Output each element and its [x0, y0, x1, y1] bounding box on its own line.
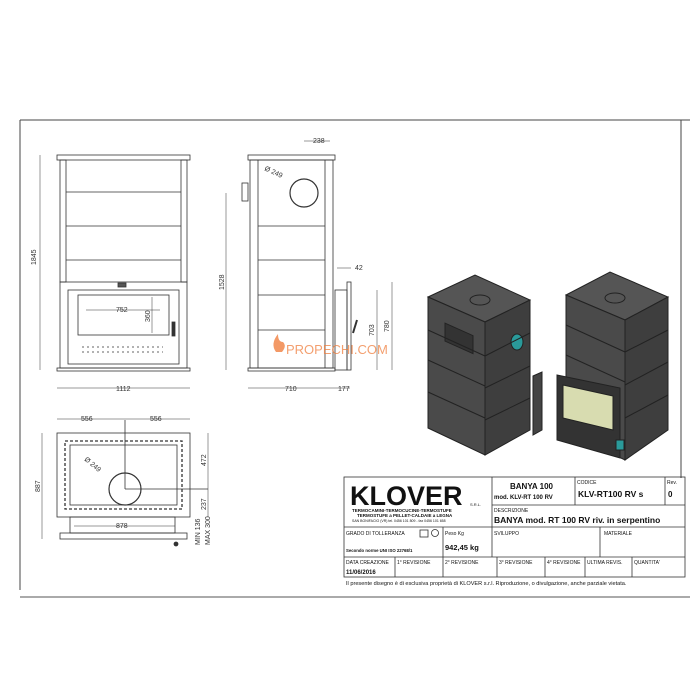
flame-icon: [273, 334, 285, 352]
klover-logo: KLOVER: [350, 481, 463, 511]
codice-value: KLV-RT100 RV s: [578, 489, 644, 499]
tolleranza-label: GRADO DI TOLLERANZA: [346, 531, 405, 537]
dim-rear-offset: 237: [201, 498, 208, 510]
rev-label: Rev.: [667, 480, 677, 486]
sviluppo-label: SVILUPPO: [494, 531, 519, 537]
side-view: [241, 154, 358, 372]
data-creazione-label: DATA CREAZIONE: [346, 560, 390, 566]
dim-door-h2: 780: [384, 320, 391, 332]
top-view: [56, 420, 208, 547]
title-block: [343, 476, 686, 578]
dim-glass-height: 360: [145, 310, 152, 322]
sheet-frame: [19, 119, 690, 598]
dim-glass-width: 752: [116, 307, 128, 314]
peso-value: 942,45 kg: [445, 543, 479, 552]
product-name: BANYA 100: [510, 482, 554, 491]
dim-half-width-right: 556: [150, 416, 162, 423]
dim-front-width: 1112: [116, 386, 131, 393]
peso-label: Peso Kg: [445, 531, 464, 537]
dim-door-depth: 177: [338, 386, 350, 393]
revision-2: 2° REVISIONE: [445, 560, 479, 566]
codice-label: CODICE: [577, 480, 597, 486]
watermark: PROPECHI.COM: [273, 334, 388, 357]
render-front-view: [556, 271, 670, 461]
materiale-label: MATERIALE: [604, 531, 633, 537]
quantita-label: QUANTITA': [634, 560, 660, 566]
dim-min: MIN 136: [195, 518, 202, 545]
dim-max: MAX 300: [205, 516, 212, 545]
disclaimer: Il presente disegno è di esclusiva propr…: [346, 581, 627, 587]
tagline-2: TERMOSTUFE a PELLET-CALDAIE a LEGNA: [357, 513, 453, 518]
rev-value: 0: [668, 490, 673, 499]
dim-base-width: 878: [116, 523, 128, 530]
top-view-dimensions: [41, 418, 209, 539]
revision-1: 1° REVISIONE: [397, 560, 431, 566]
dim-top-flue-diameter: Ø 249: [83, 456, 102, 474]
ultima-revisione: ULTIMA REVIS.: [587, 560, 622, 566]
descrizione-label: DESCRIZIONE: [494, 508, 529, 514]
logo-suffix: S.R.L.: [470, 502, 481, 507]
dim-half-width-left: 556: [81, 416, 93, 423]
front-view: [56, 154, 191, 372]
dim-side-depth: 710: [285, 386, 297, 393]
revision-3: 3° REVISIONE: [499, 560, 533, 566]
dim-front-offset: 472: [201, 454, 208, 466]
revision-4: 4° REVISIONE: [547, 560, 581, 566]
dim-door-h1: 703: [369, 324, 376, 336]
model-name: mod. KLV-RT 100 RV: [494, 495, 553, 501]
dim-top-depth: 887: [35, 480, 42, 492]
dim-flue-diameter: Ø 249: [263, 165, 283, 179]
dim-flue-offset: 238: [313, 138, 325, 145]
dim-front-height: 1845: [31, 249, 38, 265]
side-view-dimensions: [225, 140, 393, 389]
dim-flue-height: 1528: [219, 274, 226, 290]
address: SAN BONIFACIO (VR) tel. 0456 101 809 - f…: [352, 519, 446, 523]
front-view-dimensions: [39, 155, 190, 389]
data-creazione-value: 11/06/2016: [346, 570, 376, 576]
tolleranza-value: Secondo norme UNI ISO 22768/1: [346, 548, 413, 553]
svg-text:PROPECHI.COM: PROPECHI.COM: [286, 342, 388, 357]
dim-door-thickness: 42: [355, 265, 363, 272]
tagline-1: TERMOCAMINI-TERMOCUCINE-TERMOSTUFE: [352, 508, 452, 513]
descrizione-value: BANYA mod. RT 100 RV riv. in serpentino: [494, 515, 660, 525]
render-rear-view: [426, 274, 543, 456]
